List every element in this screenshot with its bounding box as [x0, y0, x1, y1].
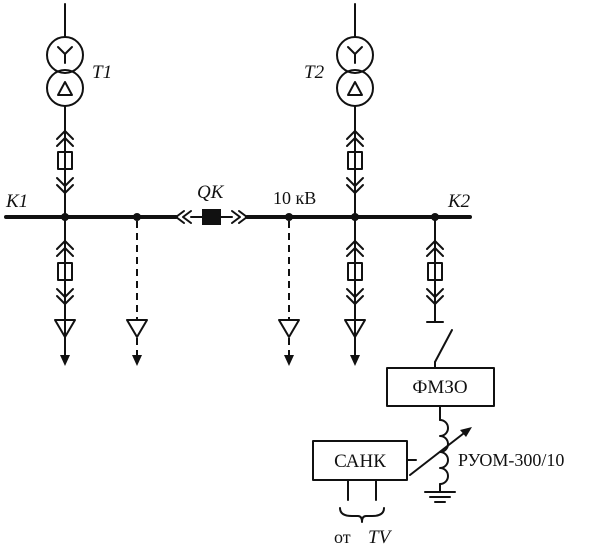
qk-label: QK — [197, 182, 225, 203]
t1-incoming-cell — [56, 105, 74, 217]
feeder1-lower-disconnect-icon — [56, 288, 74, 305]
qk-left-disconnect-icon — [175, 210, 192, 224]
t2-lower-disconnect-icon — [346, 177, 364, 194]
t2-delta-symbol — [347, 81, 363, 96]
t1-primary-winding — [46, 36, 84, 74]
feeder1-upper-disconnect-icon — [56, 240, 74, 257]
k2-label: K2 — [447, 191, 471, 212]
grounding-lower-disconnect-icon — [426, 288, 444, 305]
t2-breaker-icon — [347, 151, 363, 170]
feeder-k1-dashed — [126, 221, 148, 366]
sank-controller: САНК от TV — [312, 440, 417, 548]
ruom-label: РУОМ-300/10 — [458, 450, 564, 470]
grounding-fuse-icon — [427, 262, 443, 281]
busbar-section-1 — [4, 213, 178, 221]
t2-secondary-winding — [336, 69, 374, 107]
from-label: от — [334, 527, 351, 547]
fmzo-label: ФМЗО — [412, 377, 467, 398]
open-switch-blade-icon — [434, 329, 453, 363]
tv-input-brace-icon — [339, 507, 385, 523]
t2-primary-winding — [336, 36, 374, 74]
t1-secondary-winding — [46, 69, 84, 107]
feeder-k1-solid — [54, 216, 76, 366]
t1-label: T1 — [92, 62, 112, 83]
feeder4-breaker-icon — [347, 262, 363, 281]
feeder1-arrow-icon — [60, 355, 70, 366]
feeder1-breaker-icon — [57, 262, 73, 281]
qk-breaker-icon — [202, 209, 221, 225]
t1-star-symbol — [57, 46, 73, 64]
feeder1-cable-termination-icon — [54, 319, 76, 338]
busbar-section-2 — [245, 213, 472, 221]
feeder4-cable-termination-icon — [344, 319, 366, 338]
sank-label: САНК — [334, 451, 386, 472]
transformer-t1: T1 — [46, 3, 112, 107]
tv-label: TV — [368, 527, 393, 548]
grounding-upper-disconnect-icon — [426, 240, 444, 257]
t1-delta-symbol — [57, 81, 73, 96]
feeder-k2-solid — [344, 216, 366, 366]
feeder3-cable-termination-icon — [278, 319, 300, 338]
voltage-label: 10 кВ — [273, 188, 316, 208]
feeder4-upper-disconnect-icon — [346, 240, 364, 257]
feeder4-arrow-icon — [350, 355, 360, 366]
t1-upper-disconnect-icon — [56, 130, 74, 147]
feeder-k2-dashed — [278, 221, 300, 366]
feeder2-arrow-icon — [132, 355, 142, 366]
bus-coupler-qk: QK — [175, 182, 248, 225]
k1-label: K1 — [5, 191, 28, 212]
t2-upper-disconnect-icon — [346, 130, 364, 147]
t2-label: T2 — [304, 62, 325, 83]
neutral-grounding-branch: ФМЗО РУОМ-300/10 — [386, 216, 564, 503]
feeder4-lower-disconnect-icon — [346, 288, 364, 305]
t1-breaker-icon — [57, 151, 73, 170]
t2-incoming-cell — [346, 105, 364, 217]
qk-right-disconnect-icon — [231, 210, 248, 224]
t1-lower-disconnect-icon — [56, 177, 74, 194]
t2-star-symbol — [347, 46, 363, 64]
transformer-t2: T2 — [304, 3, 374, 107]
feeder3-arrow-icon — [284, 355, 294, 366]
feeder2-cable-termination-icon — [126, 319, 148, 338]
adjustment-arrow-icon — [409, 429, 469, 476]
